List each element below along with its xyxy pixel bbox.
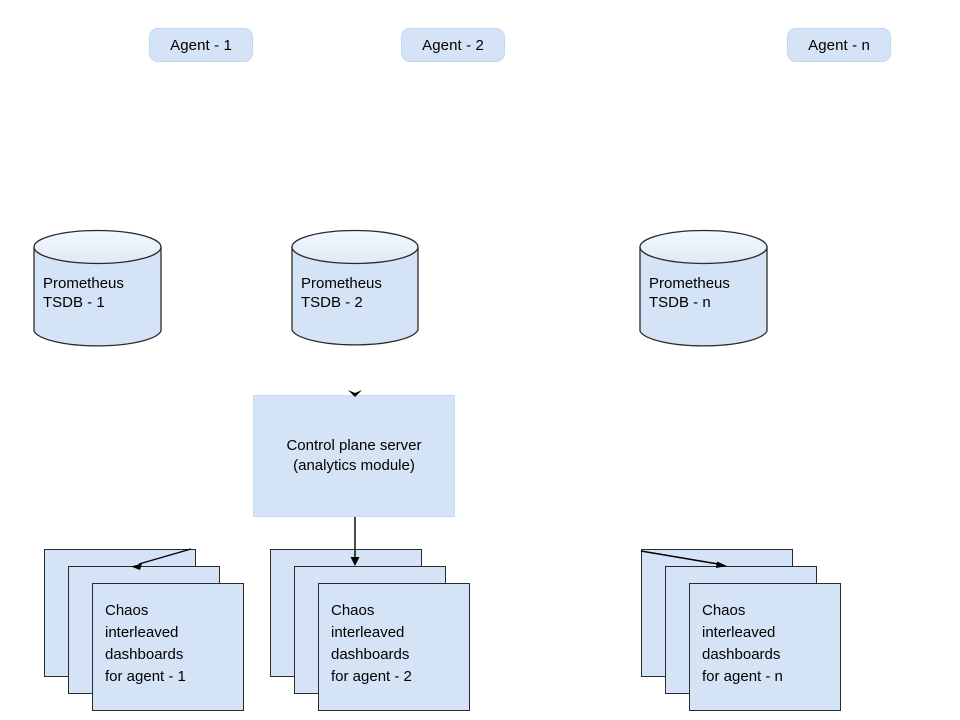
database-cylinder-1[interactable]: Prometheus TSDB - 1 xyxy=(33,229,162,348)
dashboard-card-front-n[interactable] xyxy=(689,583,841,711)
dashboard-card-front-2[interactable] xyxy=(318,583,470,711)
dashboard-label-1: Chaos interleaved dashboards for agent -… xyxy=(105,602,186,685)
cylinder-shape-2 xyxy=(291,229,419,346)
agent-label-n: Agent - n xyxy=(808,36,870,54)
database-label-2: Prometheus TSDB - 2 xyxy=(301,275,382,311)
database-cylinder-n[interactable]: Prometheus TSDB - n xyxy=(639,229,768,348)
agent-box-2[interactable]: Agent - 2 xyxy=(401,28,505,62)
dashboard-stack-1[interactable]: Chaos interleaved dashboards for agent -… xyxy=(44,549,249,720)
dashboard-label-n: Chaos interleaved dashboards for agent -… xyxy=(702,602,783,685)
dashboard-stack-2[interactable]: Chaos interleaved dashboards for agent -… xyxy=(270,549,475,720)
agent-label-2: Agent - 2 xyxy=(422,36,484,54)
database-label-1: Prometheus TSDB - 1 xyxy=(43,275,124,311)
database-cylinder-2[interactable]: Prometheus TSDB - 2 xyxy=(291,229,419,347)
control-plane-label: Control plane server (analytics module) xyxy=(286,437,422,474)
agent-label-1: Agent - 1 xyxy=(170,36,232,54)
cylinder-shape-1 xyxy=(33,229,162,347)
agent-box-n[interactable]: Agent - n xyxy=(787,28,891,62)
dashboard-stack-n[interactable]: Chaos interleaved dashboards for agent -… xyxy=(641,549,846,720)
agent-box-1[interactable]: Agent - 1 xyxy=(149,28,253,62)
dashboard-card-front-1[interactable] xyxy=(92,583,244,711)
database-label-n: Prometheus TSDB - n xyxy=(649,275,730,311)
control-plane-server-box[interactable]: Control plane server (analytics module) xyxy=(253,395,455,517)
cylinder-shape-n xyxy=(639,229,768,347)
dashboard-label-2: Chaos interleaved dashboards for agent -… xyxy=(331,602,412,685)
